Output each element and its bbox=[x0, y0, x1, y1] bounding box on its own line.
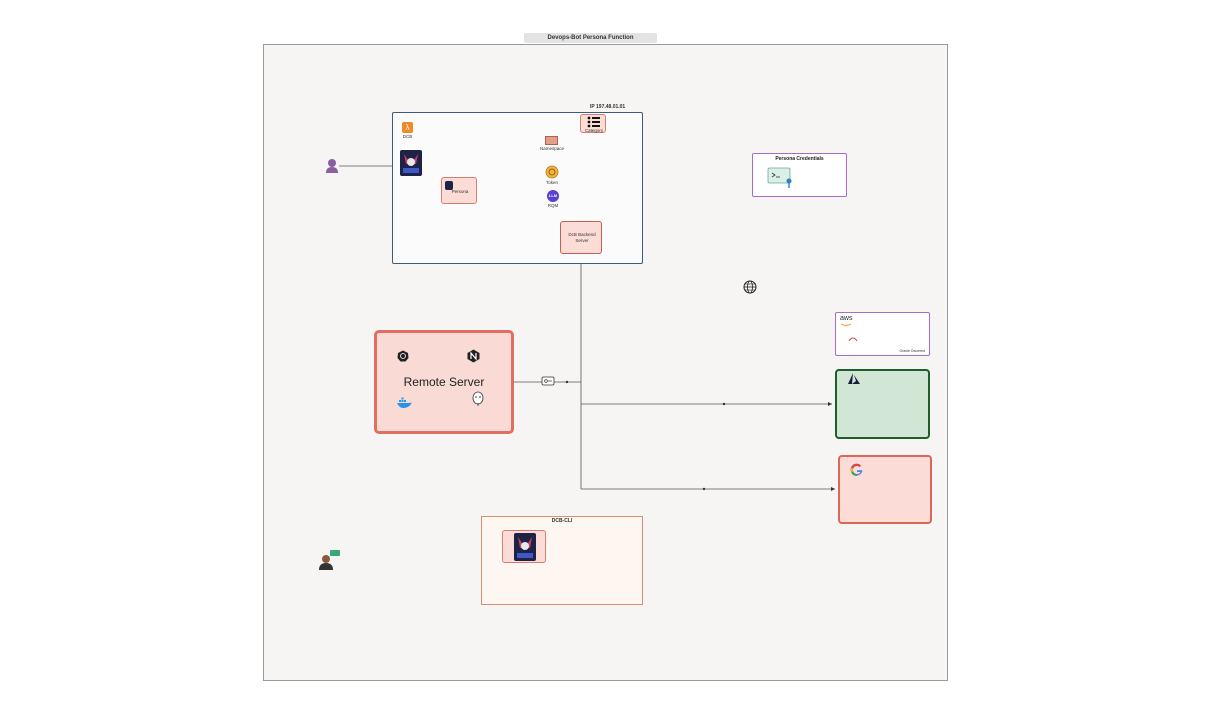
postgres-icon bbox=[472, 391, 484, 406]
llm-label: RQM bbox=[547, 203, 559, 208]
google-cloud-box[interactable] bbox=[838, 455, 932, 524]
remote-server-box[interactable] bbox=[374, 330, 514, 434]
aws-lambda-icon[interactable]: λ bbox=[402, 122, 413, 133]
devops-bot-mascot-icon bbox=[514, 533, 536, 561]
aws-icon: aws bbox=[840, 315, 853, 322]
docker-icon bbox=[397, 397, 412, 408]
azure-box[interactable] bbox=[835, 369, 930, 439]
devops-bot-mascot-icon[interactable] bbox=[400, 150, 422, 176]
ip-address-label: IP 197.48.01.01 bbox=[590, 104, 626, 110]
persona-node[interactable]: Persona bbox=[441, 177, 477, 204]
globe-icon[interactable] bbox=[743, 280, 757, 294]
nginx-icon bbox=[467, 349, 480, 363]
dcb-cli-title: DCB-CLI bbox=[551, 518, 573, 524]
category-label: Category bbox=[584, 128, 604, 133]
category-node[interactable]: Category bbox=[580, 114, 606, 133]
backend-server-node[interactable]: DcB Backend Server bbox=[560, 221, 602, 254]
category-list-icon bbox=[587, 116, 600, 128]
oracle-cloud-icon bbox=[848, 337, 858, 342]
dcb-label: DCB bbox=[402, 134, 413, 139]
dcb-cli-mascot-card[interactable] bbox=[502, 530, 546, 563]
persona-label: Persona bbox=[451, 189, 469, 194]
user-icon[interactable] bbox=[325, 158, 339, 174]
llm-icon[interactable]: LLM bbox=[547, 190, 559, 202]
connector-icon[interactable] bbox=[541, 376, 555, 386]
persona-mascot-icon bbox=[445, 181, 453, 190]
google-icon bbox=[850, 463, 863, 477]
aws-label: Oracle Ownered bbox=[899, 349, 925, 353]
azure-icon bbox=[848, 373, 860, 384]
aws-smile-icon bbox=[840, 323, 852, 326]
support-agent-icon[interactable] bbox=[318, 549, 342, 571]
namespace-icon[interactable] bbox=[545, 136, 558, 145]
token-icon[interactable] bbox=[545, 165, 559, 179]
token-label: Token bbox=[545, 180, 558, 185]
frame-title: Devops-Bot Persona Function bbox=[524, 33, 657, 43]
persona-credentials-box[interactable]: Persona Credentials bbox=[752, 153, 847, 197]
kubernetes-icon bbox=[397, 350, 409, 362]
namespace-label: Namespace bbox=[539, 146, 564, 151]
terminal-key-icon bbox=[767, 167, 792, 188]
backend-label: DcB Backend Server bbox=[568, 232, 596, 243]
aws-box[interactable]: aws Oracle Ownered bbox=[835, 312, 930, 356]
credentials-title: Persona Credentials bbox=[775, 156, 824, 162]
remote-server-title: Remote Server bbox=[403, 375, 485, 389]
vpc-group[interactable] bbox=[392, 112, 643, 264]
